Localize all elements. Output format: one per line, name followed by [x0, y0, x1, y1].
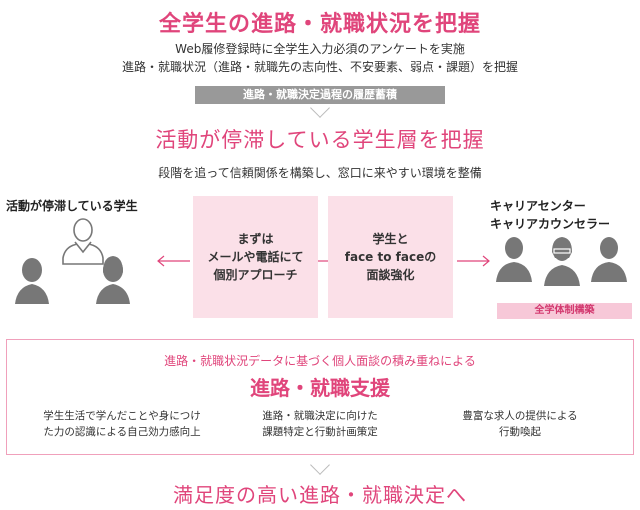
arrow-right-icon	[457, 255, 490, 267]
support-item-1-line1: 学生生活で学んだことや身につけ	[43, 410, 201, 422]
footer-title: 満足度の高い進路・就職決定へ	[173, 483, 467, 507]
student-female-icon	[96, 256, 130, 304]
support-title: 進路・就職支援	[250, 376, 390, 400]
stagnant-title: 活動が停滞している学生層を把握	[155, 128, 485, 152]
stagnant-description: 段階を追って信頼関係を構築し、窓口に来やすい環境を整備	[158, 166, 482, 180]
support-item-self-efficacy: 学生生活で学んだことや身につけ た力の認識による自己効力感向上	[22, 408, 222, 440]
counselor-male-left-icon	[496, 237, 532, 282]
survey-description-line2: 進路・就職状況（進路・就職先の志向性、不安要素、弱点・課題）を把握	[121, 60, 518, 74]
student-outline-icon	[62, 218, 104, 265]
chevron-down-icon-2	[310, 455, 330, 475]
student-male-icon	[15, 258, 49, 304]
counselor-female-icon	[544, 237, 580, 286]
arrow-left-icon	[157, 255, 190, 267]
face-line1: 学生と	[372, 232, 409, 246]
career-counselor-label: キャリアカウンセラー	[490, 217, 611, 231]
face-to-face-box: 学生と face to faceの 面談強化	[328, 196, 453, 318]
email-phone-approach-box: まずは メールや電話にて 個別アプローチ	[193, 196, 318, 318]
face-line3: 面談強化	[366, 268, 415, 282]
main-title: 全学生の進路・就職状況を把握	[158, 12, 481, 37]
support-item-2-line2: 課題特定と行動計画策定	[262, 426, 378, 438]
career-center-label: キャリアセンター	[490, 199, 586, 213]
face-line2: face to faceの	[344, 250, 437, 264]
support-item-job-offers: 豊富な求人の提供による 行動喚起	[420, 408, 620, 440]
university-system-badge: 全学体制構築	[497, 303, 632, 319]
survey-description-line1: Web履修登録時に全学生入力必須のアンケートを実施	[175, 42, 465, 56]
history-band: 進路・就職決定過程の履歴蓄積	[195, 86, 445, 104]
support-subtitle: 進路・就職状況データに基づく個人面談の積み重ねによる	[164, 354, 476, 368]
students-group-icon	[15, 218, 130, 304]
support-item-1-line2: た力の認識による自己効力感向上	[43, 426, 201, 438]
counselors-group-icon	[496, 237, 627, 286]
support-item-action-plan: 進路・就職決定に向けた 課題特定と行動計画策定	[225, 408, 415, 440]
stagnant-students-label: 活動が停滞している学生	[6, 199, 138, 213]
counselor-male-right-icon	[591, 237, 627, 282]
support-item-3-line1: 豊富な求人の提供による	[462, 410, 578, 422]
support-item-3-line2: 行動喚起	[499, 426, 541, 438]
support-frame	[6, 339, 634, 455]
support-item-2-line1: 進路・就職決定に向けた	[262, 410, 378, 422]
approach-line2: メールや電話にて	[207, 250, 304, 264]
approach-line3: 個別アプローチ	[213, 268, 298, 282]
approach-line1: まずは	[237, 232, 274, 246]
box-connector	[318, 260, 328, 262]
